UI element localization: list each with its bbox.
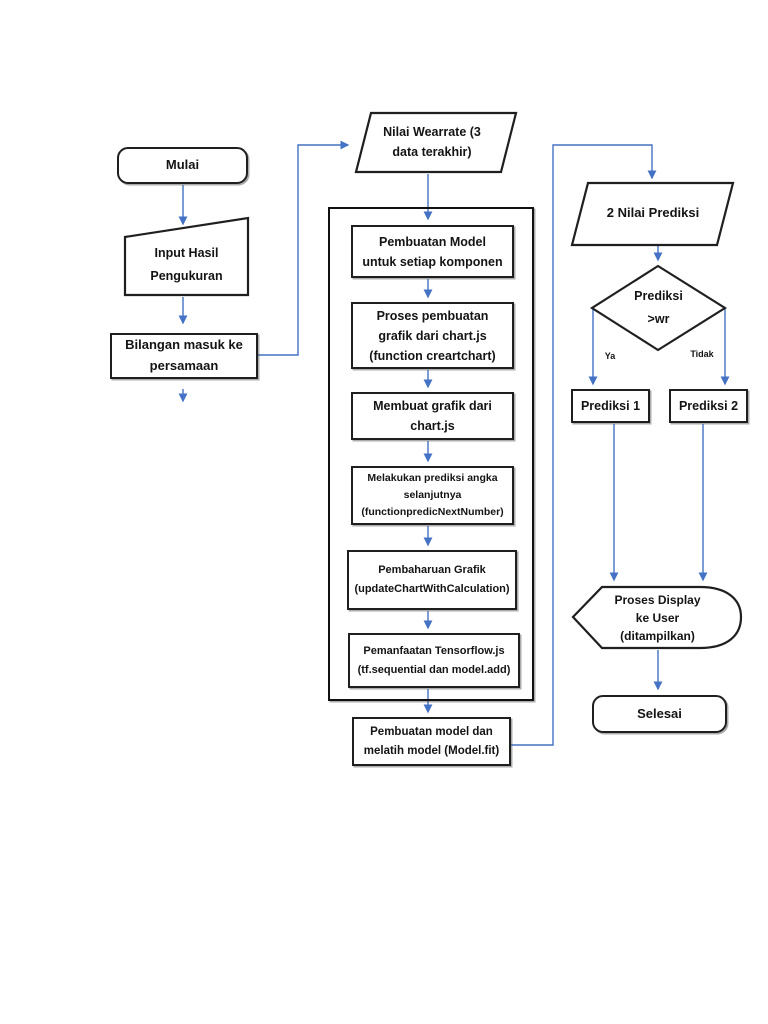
node-prediksi-2-label: Prediksi 2: [678, 399, 739, 413]
node-tensorflow: Pemanfaatan Tensorflow.js (tf.sequential…: [348, 633, 520, 688]
display-shape: [571, 585, 743, 650]
node-bilangan: Bilangan masuk ke persamaan: [110, 333, 258, 379]
node-model-fit-label: Pembuatan model dan melatih model (Model…: [363, 725, 500, 757]
node-pembaharuan-grafik-label: Pembaharuan Grafik (updateChartWithCalcu…: [354, 564, 510, 595]
node-pembuatan-model-label: Pembuatan Model untuk setiap komponen: [362, 234, 503, 269]
node-prediksi-angka: Melakukan prediksi angka selanjutnya (fu…: [351, 466, 514, 525]
wearrate-parallelogram-shape: [354, 111, 518, 174]
node-proses-grafik-label: Proses pembuatan grafik dari chart.js (f…: [369, 308, 496, 363]
node-pembuatan-model: Pembuatan Model untuk setiap komponen: [351, 225, 514, 278]
node-input-hasil-label: Input Hasil Pengukuran: [150, 245, 223, 283]
edge-label-tidak: Tidak: [690, 348, 714, 359]
decision-diamond-shape: [589, 264, 728, 352]
dua-nilai-parallelogram-shape: [570, 181, 735, 247]
node-prediksi-1: Prediksi 1: [571, 389, 650, 423]
node-membuat-grafik: Membuat grafik dari chart.js: [351, 392, 514, 440]
edge-modelfit-dua-nilai: [511, 144, 657, 746]
node-membuat-grafik-label: Membuat grafik dari chart.js: [373, 399, 492, 433]
node-prediksi-1-label: Prediksi 1: [580, 399, 641, 413]
manual-input-shape: [123, 216, 250, 297]
node-prediksi-wr-label: Prediksi >wr: [634, 288, 683, 326]
process-group-container: [328, 207, 534, 701]
node-selesai-label: Selesai: [637, 705, 682, 721]
node-prediksi-2: Prediksi 2: [669, 389, 748, 423]
node-wearrate-label: Nilai Wearrate (3 data terakhir): [383, 125, 481, 159]
node-bilangan-label: Bilangan masuk ke persamaan: [125, 337, 243, 373]
node-model-fit: Pembuatan model dan melatih model (Model…: [352, 717, 511, 766]
node-proses-grafik: Proses pembuatan grafik dari chart.js (f…: [351, 302, 514, 369]
node-selesai: Selesai: [592, 695, 727, 733]
edge-label-ya: Ya: [604, 350, 616, 361]
node-dua-nilai-prediksi-label: 2 Nilai Prediksi: [606, 204, 700, 220]
node-pembaharuan-grafik: Pembaharuan Grafik (updateChartWithCalcu…: [347, 550, 517, 610]
edge-bilangan-wearrate: [258, 140, 350, 356]
node-prediksi-angka-label: Melakukan prediksi angka selanjutnya (fu…: [361, 471, 504, 519]
node-mulai: Mulai: [117, 147, 248, 184]
node-tensorflow-label: Pemanfaatan Tensorflow.js (tf.sequential…: [357, 644, 511, 676]
node-mulai-label: Mulai: [165, 157, 200, 173]
node-proses-display-label: Proses Display ke User (ditampilkan): [614, 592, 701, 643]
